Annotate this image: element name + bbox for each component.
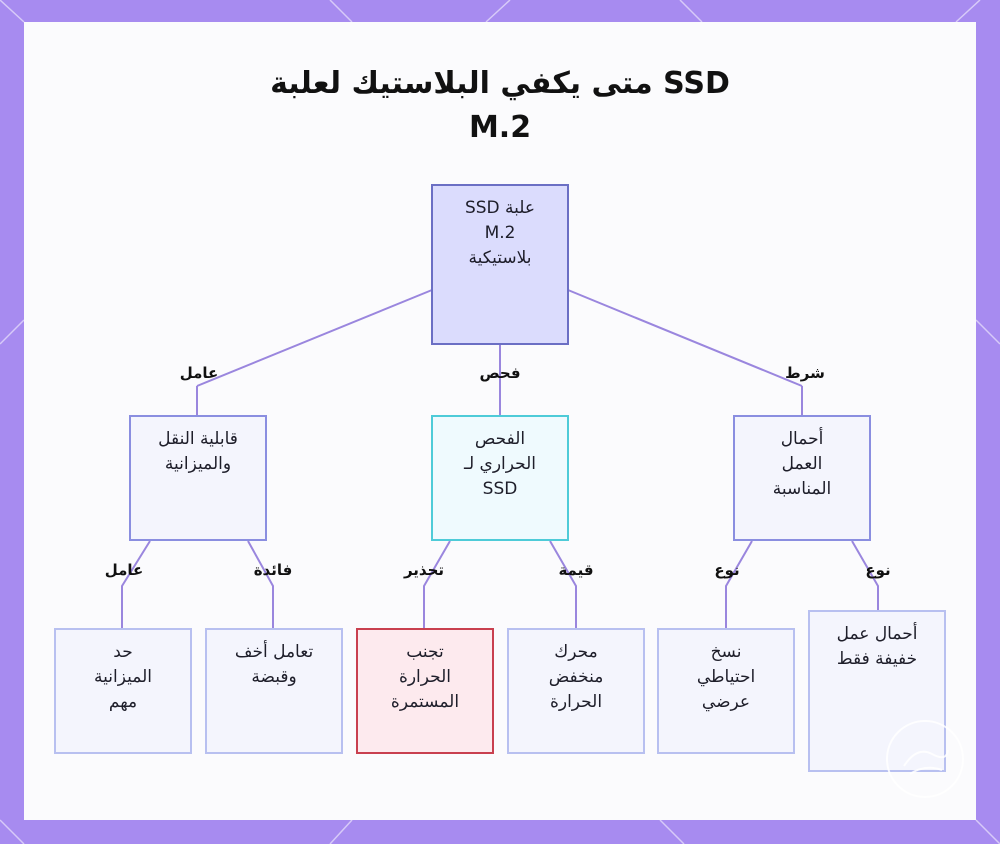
node-occasional-backup: نسخ احتياطي عرضي [657, 628, 795, 754]
node-light-workloads-only: أحمال عمل خفيفة فقط [808, 610, 946, 772]
edge-label-thermal-avoid: تحذير [403, 561, 445, 579]
edge-label-portability-lightweight: فائدة [253, 561, 293, 579]
node-avoid-heat: تجنب الحرارة المستمرة [356, 628, 494, 754]
node-root: علبة SSD M.2 بلاستيكية [431, 184, 569, 345]
edge-workloads-light [851, 540, 879, 611]
edge-portability-budget [121, 540, 151, 629]
node-portability-label: قابلية النقل والميزانية [158, 429, 238, 474]
node-budget-label: حد الميزانية مهم [94, 642, 152, 712]
edge-label-workloads-light: نوع [865, 561, 891, 579]
node-budget-limit: حد الميزانية مهم [54, 628, 192, 754]
node-workloads-label: أحمال العمل المناسبة [772, 429, 832, 499]
watermark-logo-icon [886, 720, 964, 798]
edge-thermal-lowheat [549, 540, 577, 629]
title-line-1: متى يكفي البلاستيك لعلبة SSD [270, 66, 730, 101]
edge-label-root-workloads: شرط [785, 364, 825, 382]
node-low-heat-drive: محرك منخفض الحرارة [507, 628, 645, 754]
edge-label-workloads-backup: نوع [714, 561, 740, 579]
node-portability-budget: قابلية النقل والميزانية [129, 415, 267, 541]
edge-root-workloads [567, 289, 803, 387]
edge-label-thermal-lowheat: قيمة [558, 561, 594, 579]
edge-root-portability [196, 289, 433, 387]
node-avoid-heat-label: تجنب الحرارة المستمرة [390, 642, 460, 712]
diagram-title: متى يكفي البلاستيك لعلبة SSD M.2 [0, 62, 1000, 150]
node-backup-label: نسخ احتياطي عرضي [696, 642, 756, 712]
edge-workloads-backup [725, 540, 753, 629]
title-line-2: M.2 [468, 110, 532, 145]
edge-label-portability-budget: عامل [104, 561, 144, 579]
node-low-heat-label: محرك منخفض الحرارة [548, 642, 604, 712]
edge-label-root-thermal: فحص [479, 364, 521, 382]
node-lighter-handling: تعامل أخف وقبضة [205, 628, 343, 754]
edge-portability-lightweight [247, 540, 274, 629]
edge-label-root-portability: عامل [179, 364, 219, 382]
node-workloads: أحمال العمل المناسبة [733, 415, 871, 541]
edge-thermal-avoid [423, 540, 451, 629]
node-root-label: علبة SSD M.2 بلاستيكية [464, 198, 536, 268]
node-lightweight-label: تعامل أخف وقبضة [234, 642, 314, 687]
node-thermal-check: الفحص الحراري لـ SSD [431, 415, 569, 541]
node-light-only-label: أحمال عمل خفيفة فقط [836, 624, 918, 669]
node-thermal-label: الفحص الحراري لـ SSD [463, 429, 537, 499]
